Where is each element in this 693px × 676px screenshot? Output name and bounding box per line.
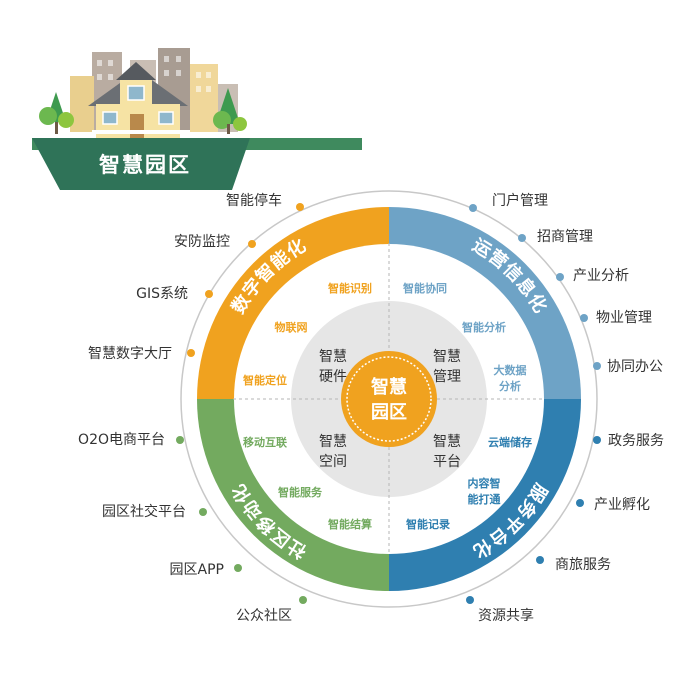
- outer-left-8: 公众社区: [236, 608, 292, 624]
- outer-right-8: 商旅服务: [555, 557, 611, 573]
- outer-left-6: 园区社交平台: [102, 503, 186, 520]
- city-illustration: [39, 48, 247, 138]
- label-smart-collaboration: 智能协同: [403, 281, 447, 295]
- label-cloud-storage: 云端储存: [488, 435, 532, 449]
- outer-orbit: [180, 190, 598, 608]
- center-title-1: 智慧: [371, 376, 407, 398]
- outer-left-7: 园区APP: [170, 562, 224, 578]
- core-space-1: 智慧: [319, 434, 347, 450]
- label-enable-connect: 能打通: [468, 492, 501, 506]
- center-title-2: 园区: [371, 402, 407, 423]
- label-iot: 物联网: [275, 320, 308, 334]
- outer-left-1: 智能停车: [226, 192, 282, 209]
- core-hardware-2: 硬件: [319, 369, 347, 385]
- banner: 智慧园区: [32, 138, 362, 190]
- core-platform-1: 智慧: [433, 434, 461, 450]
- outer-right-1: 门户管理: [492, 192, 548, 209]
- label-smart-settlement: 智能结算: [328, 517, 372, 531]
- house-icon: [88, 62, 188, 138]
- outer-left-3: GIS系统: [136, 286, 188, 302]
- outer-right-3: 产业分析: [573, 268, 629, 284]
- orbit-dots: [176, 203, 601, 604]
- label-smart-service: 智能服务: [278, 485, 323, 499]
- label-smart-record: 智能记录: [406, 517, 450, 531]
- outer-right-6: 政务服务: [608, 433, 664, 449]
- center-dashed-ring: [346, 356, 432, 442]
- outer-left-2: 安防监控: [174, 234, 230, 250]
- core-platform-2: 平台: [433, 454, 461, 470]
- outer-left-5: O2O电商平台: [78, 432, 165, 448]
- core-space-2: 空间: [319, 454, 347, 470]
- banner-title: 智慧园区: [99, 153, 191, 177]
- label-content-smart: 内容智: [468, 476, 501, 490]
- outer-right-7: 产业孵化: [594, 497, 650, 513]
- label-big-data: 大数据: [494, 363, 527, 377]
- label-smart-analysis: 智能分析: [462, 320, 506, 334]
- outer-right-5: 协同办公: [607, 359, 663, 375]
- outer-right-2: 招商管理: [537, 229, 593, 245]
- label-smart-recognition: 智能识别: [328, 281, 372, 295]
- core-management-2: 管理: [433, 369, 461, 385]
- label-mobile-internet: 移动互联: [243, 435, 287, 449]
- outer-left-4: 智慧数字大厅: [88, 346, 172, 362]
- label-analysis: 分析: [499, 379, 521, 393]
- center-circle: [341, 351, 437, 447]
- label-smart-positioning: 智能定位: [243, 373, 287, 387]
- core-hardware-1: 智慧: [319, 349, 347, 365]
- outer-right-4: 物业管理: [596, 310, 652, 326]
- tree-icon: [39, 88, 247, 134]
- outer-right-9: 资源共享: [478, 607, 534, 624]
- core-management-1: 智慧: [433, 349, 461, 365]
